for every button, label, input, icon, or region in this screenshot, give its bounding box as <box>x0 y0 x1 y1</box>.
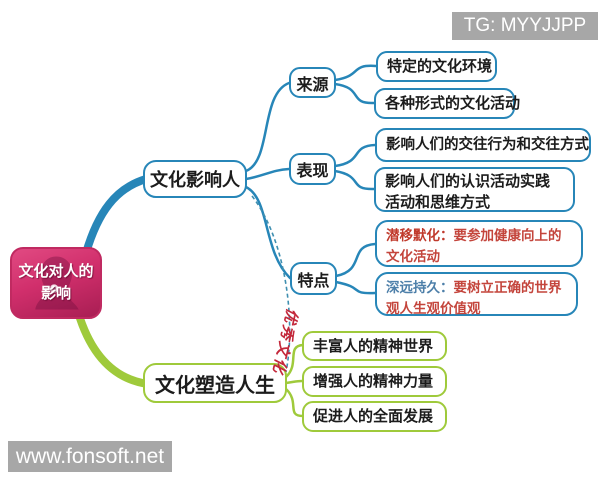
leaf-text: 增强人的精神力量 <box>313 372 434 390</box>
leaf-emphasis: 潜移默化： <box>386 228 454 244</box>
branch-node-culture-shapes-life[interactable]: 文化塑造人生 <box>143 363 287 403</box>
watermark-website: www.fonsoft.net <box>8 441 172 472</box>
subnode-label: 特点 <box>297 270 330 290</box>
leaf-strengthen-spiritual-power[interactable]: 增强人的精神力量 <box>302 366 447 397</box>
leaf-promote-overall-development[interactable]: 促进人的全面发展 <box>302 401 447 432</box>
branch-line-culture-shapes-life <box>74 308 152 388</box>
subnode-label: 来源 <box>296 74 329 94</box>
leaf-cognition-practice-thinking[interactable]: 影响人们的认识活动实践活动和思维方式 <box>374 167 575 212</box>
line-source-leaf2 <box>333 82 376 105</box>
line-characteristics-leaf1 <box>334 242 377 278</box>
leaf-text: 影响人们的交往行为和交往方式 <box>386 135 589 153</box>
watermark-telegram: TG: MYYJJPP <box>452 12 598 40</box>
line-to-manifestation <box>244 167 291 181</box>
line-manifestation-leaf1 <box>333 143 377 168</box>
leaf-text: 要参加健康向上的文化活动 <box>386 228 562 265</box>
subnode-source[interactable]: 来源 <box>289 67 336 98</box>
branch-node-culture-influences-people[interactable]: 文化影响人 <box>143 160 247 198</box>
subnode-label: 表现 <box>296 161 329 180</box>
line-manifestation-leaf2 <box>333 169 376 191</box>
line-source-leaf1 <box>333 64 378 82</box>
subnode-manifestation[interactable]: 表现 <box>289 153 336 185</box>
root-label-line2: 影响 <box>40 284 71 302</box>
leaf-lasting-influence[interactable]: 深远持久：要树立正确的世界观人生观价值观 <box>375 272 578 317</box>
line-shapes-leaf1 <box>284 343 305 379</box>
leaf-imperceptible-influence[interactable]: 潜移默化：要参加健康向上的文化活动 <box>375 220 583 267</box>
line-characteristics-leaf2 <box>334 280 377 295</box>
line-shapes-leaf2 <box>284 379 304 385</box>
leaf-text: 影响人们的认识活动实践活动和思维方式 <box>385 172 551 211</box>
leaf-enrich-spiritual-world[interactable]: 丰富人的精神世界 <box>302 331 447 361</box>
dashed-relation-line <box>251 195 291 373</box>
leaf-text: 要树立正确的世界观人生观价值观 <box>386 280 562 317</box>
leaf-various-cultural-activities[interactable]: 各种形式的文化活动 <box>374 88 520 119</box>
line-shapes-leaf3 <box>284 387 305 418</box>
subnode-characteristics[interactable]: 特点 <box>290 262 337 295</box>
root-label-line1: 文化对人的 <box>18 262 94 281</box>
leaf-text: 丰富人的精神世界 <box>313 336 434 355</box>
leaf-text: 特定的文化环境 <box>387 57 493 75</box>
line-to-source <box>244 81 291 173</box>
leaf-text: 各种形式的文化活动 <box>385 94 521 112</box>
leaf-specific-cultural-environment[interactable]: 特定的文化环境 <box>376 51 497 82</box>
branch-label: 文化影响人 <box>150 170 240 191</box>
leaf-text: 促进人的全面发展 <box>313 407 434 425</box>
line-to-characteristics <box>244 185 292 280</box>
branch-line-culture-influences-people <box>82 175 150 257</box>
branch-label: 文化塑造人生 <box>155 372 275 397</box>
leaf-emphasis: 深远持久： <box>386 280 454 296</box>
person-silhouette <box>35 256 79 310</box>
root-node[interactable]: 文化对人的 影响 <box>10 247 102 319</box>
leaf-communication-behavior[interactable]: 影响人们的交往行为和交往方式 <box>375 128 591 162</box>
